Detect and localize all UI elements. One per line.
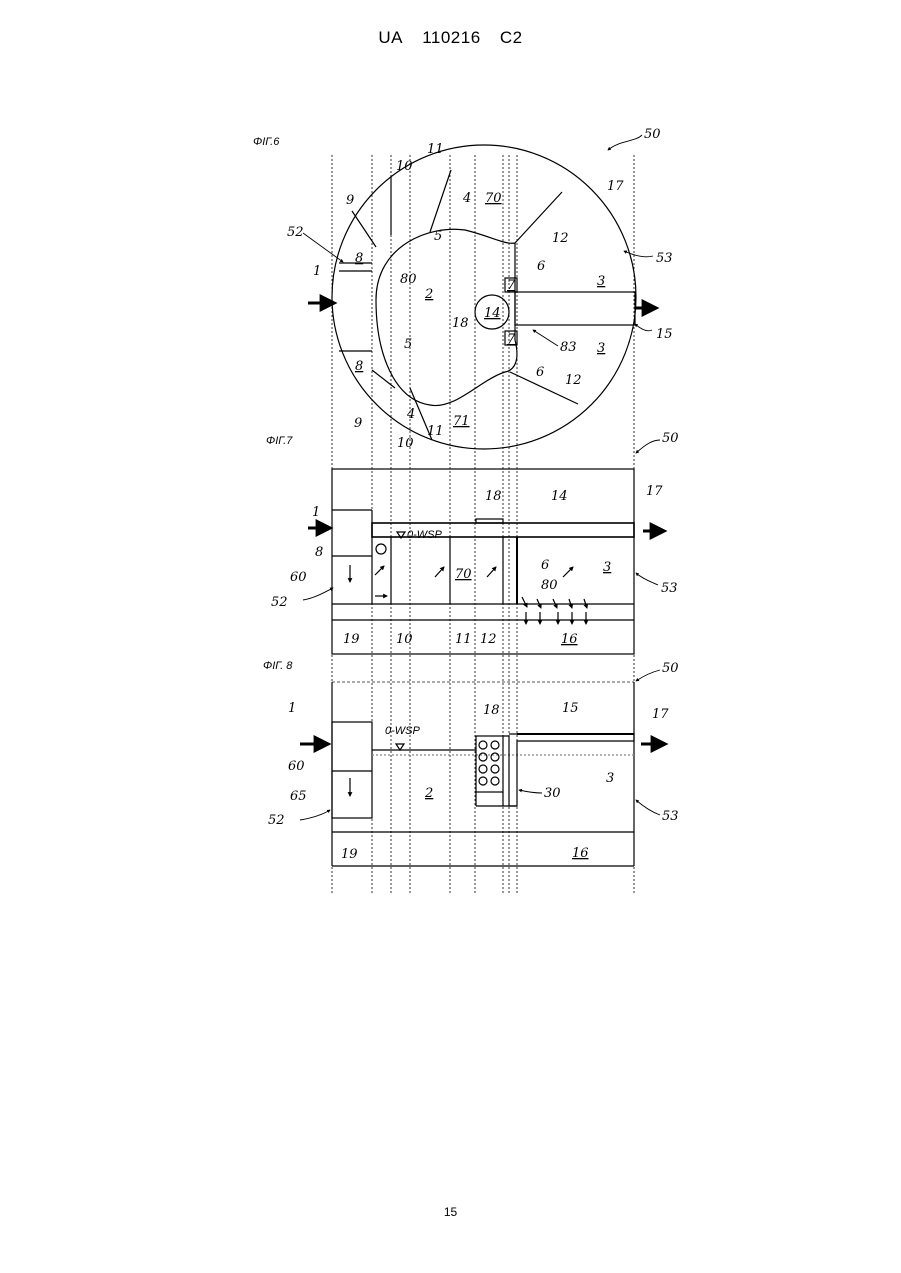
ref-11-bottom: 11 — [427, 424, 444, 439]
fig7-ref-50: 50 — [662, 431, 679, 446]
fig7-ref-19: 19 — [343, 632, 360, 647]
ref-17: 17 — [607, 179, 624, 194]
ref-12-top: 12 — [552, 231, 569, 246]
figure-7-water-level: 0-WSP — [407, 529, 443, 541]
fig7-ref-80: 80 — [541, 578, 558, 593]
fig7-ref-11: 11 — [455, 632, 472, 647]
ref-10-top: 10 — [396, 159, 413, 174]
ref-6-top: 6 — [537, 259, 545, 274]
fig7-ref-70: 70 — [455, 567, 472, 582]
ref-1: 1 — [313, 264, 321, 279]
figure-6-labels: ΦΙГ.6 50 52 53 1 8 8 9 9 10 10 11 11 4 4… — [253, 127, 673, 451]
figure-8-water-level: 0-WSP — [385, 725, 421, 737]
ref-70: 70 — [485, 191, 502, 206]
figure-7-labels: ΦΙГ.7 0-WSP 50 17 1 18 14 8 60 52 70 3 5… — [266, 431, 679, 647]
fig8-ref-65: 65 — [290, 789, 307, 804]
fig7-ref-16: 16 — [561, 632, 578, 647]
fig7-ref-18: 18 — [485, 489, 502, 504]
fig8-ref-3: 3 — [606, 771, 614, 786]
figure-8-section-view — [300, 655, 665, 866]
ref-8-top: 8 — [355, 251, 363, 266]
ref-5-top: 5 — [434, 229, 442, 244]
fig7-ref-60: 60 — [290, 570, 307, 585]
fig7-ref-8: 8 — [315, 545, 323, 560]
ref-3-bottom: 3 — [597, 341, 605, 356]
ref-50: 50 — [644, 127, 661, 142]
fig8-ref-18: 18 — [483, 703, 500, 718]
ref-11-top: 11 — [427, 142, 444, 157]
fig8-ref-19: 19 — [341, 847, 358, 862]
fig8-ref-52: 52 — [268, 813, 285, 828]
ref-14: 14 — [484, 306, 501, 321]
fig8-ref-60: 60 — [288, 759, 305, 774]
fig7-ref-10: 10 — [396, 632, 413, 647]
fig7-ref-12: 12 — [480, 632, 497, 647]
ref-53: 53 — [656, 251, 673, 266]
fig8-ref-17: 17 — [652, 707, 669, 722]
ref-2: 2 — [424, 287, 433, 302]
ref-9-top: 9 — [346, 193, 354, 208]
ref-5-bottom: 5 — [404, 337, 412, 352]
fig7-ref-1: 1 — [312, 505, 320, 520]
fig7-ref-3: 3 — [603, 560, 611, 575]
ref-3-top: 3 — [597, 274, 605, 289]
figure-6-plan-view — [303, 135, 656, 449]
ref-4-bottom: 4 — [406, 407, 415, 422]
fig8-ref-1: 1 — [288, 701, 296, 716]
ref-80: 80 — [400, 272, 417, 287]
fig7-ref-17: 17 — [646, 484, 663, 499]
fig8-ref-50: 50 — [662, 661, 679, 676]
figure-7-section-view — [303, 440, 664, 654]
ref-71: 71 — [453, 414, 470, 429]
page-number: 15 — [0, 1205, 901, 1219]
fig7-ref-6: 6 — [541, 558, 549, 573]
fig8-ref-30: 30 — [544, 786, 561, 801]
ref-4-top: 4 — [462, 191, 471, 206]
fig8-ref-53: 53 — [662, 809, 679, 824]
ref-8-bottom: 8 — [355, 359, 363, 374]
ref-12-bottom: 12 — [565, 373, 582, 388]
figure-8-title: ΦΙГ. 8 — [263, 660, 293, 672]
ref-7-top: 7 — [507, 278, 516, 293]
ref-52: 52 — [287, 225, 304, 240]
fig7-ref-52: 52 — [271, 595, 288, 610]
fig8-ref-15: 15 — [562, 701, 579, 716]
ref-10-bottom: 10 — [397, 436, 414, 451]
ref-18: 18 — [452, 316, 469, 331]
fig7-ref-14: 14 — [551, 489, 568, 504]
ref-9-bottom: 9 — [354, 416, 362, 431]
figure-7-title: ΦΙГ.7 — [266, 435, 293, 447]
ref-7-bottom: 7 — [507, 332, 516, 347]
ref-15: 15 — [656, 327, 673, 342]
fig7-ref-53: 53 — [661, 581, 678, 596]
projection-guides — [332, 155, 634, 893]
ref-6-bottom: 6 — [536, 365, 544, 380]
fig8-ref-2: 2 — [424, 786, 433, 801]
ref-83: 83 — [560, 340, 577, 355]
fig8-ref-16: 16 — [572, 846, 589, 861]
figure-6-title: ΦΙГ.6 — [253, 136, 280, 148]
